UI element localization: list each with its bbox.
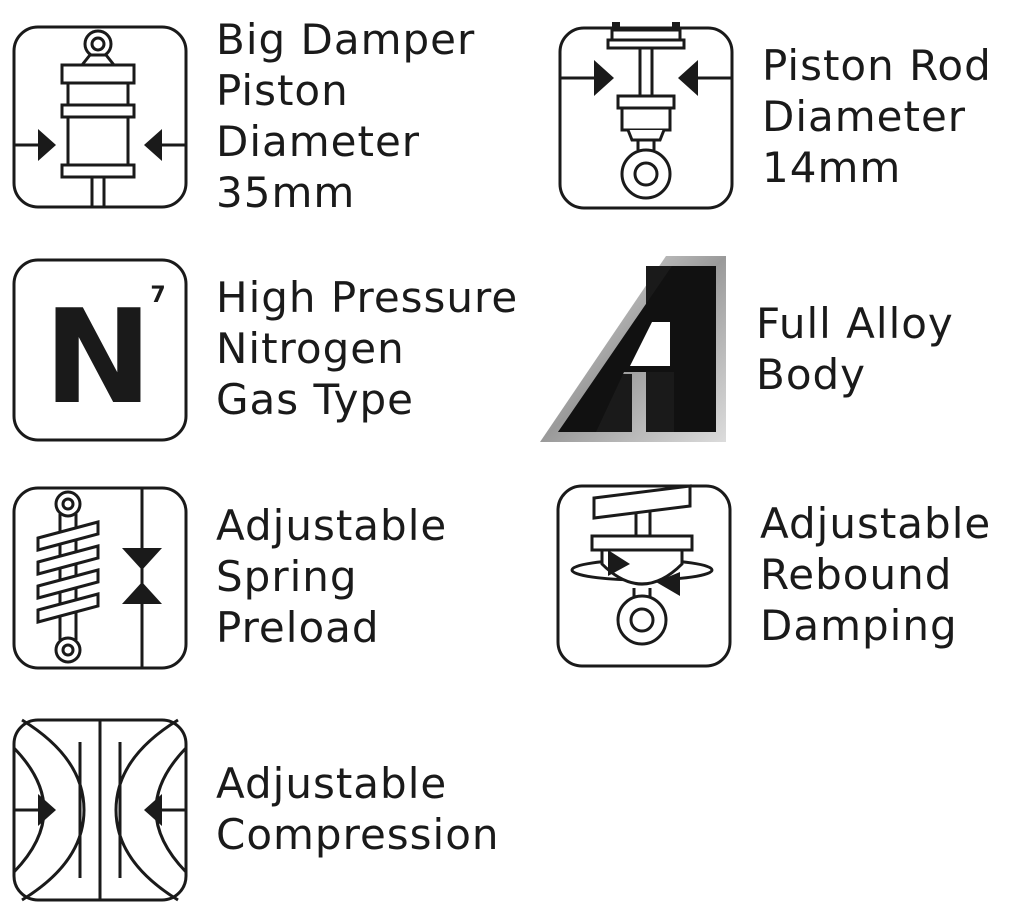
atomic-number: 7: [150, 283, 165, 308]
feature-label: Adjustable Rebound Damping: [760, 498, 991, 651]
feature-label-line: 14mm: [762, 143, 902, 192]
nitrogen-gas-icon: N 7: [12, 258, 188, 442]
feature-label-line: Adjustable: [760, 499, 992, 548]
nitrogen-symbol: N: [44, 281, 153, 433]
feature-label-line: Diameter: [762, 92, 967, 141]
feature-label-line: Piston: [216, 66, 349, 115]
feature-label-line: Compression: [216, 810, 500, 859]
feature-label: Full Alloy Body: [756, 298, 954, 400]
feature-label-line: High Pressure: [216, 273, 519, 322]
piston-rod-diameter-icon: [558, 22, 734, 210]
feature-label: Adjustable Spring Preload: [216, 500, 447, 653]
feature-label-line: 35mm: [216, 168, 356, 217]
feature-label-line: Damping: [760, 601, 958, 650]
feature-label: High Pressure Nitrogen Gas Type: [216, 272, 518, 425]
feature-label-line: Adjustable: [216, 501, 448, 550]
feature-label: Big Damper Piston Diameter 35mm: [216, 14, 475, 218]
feature-label-line: Gas Type: [216, 375, 414, 424]
feature-label-line: Rebound: [760, 550, 953, 599]
feature-label-line: Body: [756, 350, 867, 399]
feature-label-line: Adjustable: [216, 759, 448, 808]
feature-label-line: Big Damper: [216, 15, 476, 64]
alloy-body-icon: [540, 254, 730, 446]
feature-label: Adjustable Compression: [216, 758, 500, 860]
compression-icon: [12, 718, 188, 902]
feature-label-line: Preload: [216, 603, 380, 652]
piston-diameter-icon: [12, 25, 188, 209]
feature-label-line: Diameter: [216, 117, 421, 166]
feature-label-line: Nitrogen: [216, 324, 405, 373]
feature-label-line: Piston Rod: [762, 41, 992, 90]
rebound-damping-icon: [556, 484, 732, 668]
spring-preload-icon: [12, 486, 188, 670]
feature-label-line: Spring: [216, 552, 358, 601]
feature-label-line: Full Alloy: [756, 299, 954, 348]
feature-label: Piston Rod Diameter 14mm: [762, 40, 992, 193]
